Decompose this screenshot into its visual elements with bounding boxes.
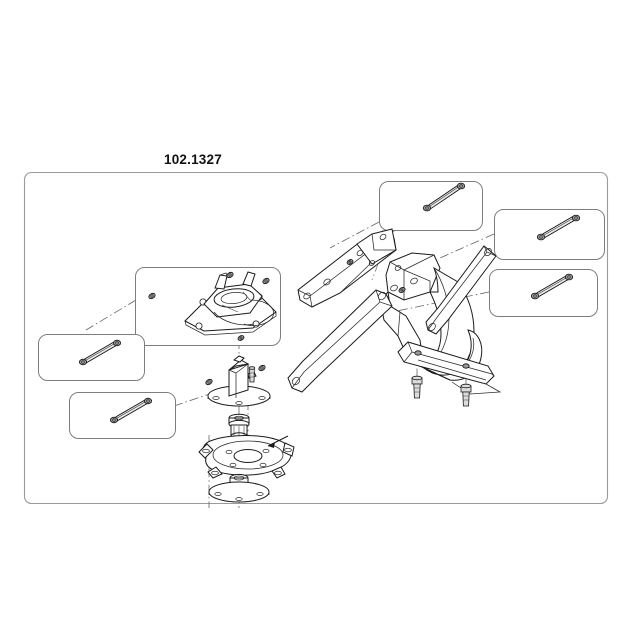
callout-bracket-detail[interactable] (135, 267, 281, 346)
callout-upper-right[interactable] (494, 209, 605, 260)
part-upper-control-arm (297, 228, 397, 308)
part-lower-arm (287, 289, 393, 393)
part-base-plate (198, 435, 295, 479)
page-title: 102.1327 (164, 152, 222, 167)
part-base-rail (397, 341, 502, 395)
fastener-nut-set (148, 271, 270, 341)
fastener-bolt-1 (411, 375, 423, 399)
callout-left-lower[interactable] (69, 392, 176, 439)
main-drawing-border (23, 171, 609, 505)
callout-mid-right[interactable] (489, 269, 598, 317)
part-right-link (425, 245, 497, 335)
part-hub-bottom-flange (208, 473, 270, 503)
callout-upper-center[interactable] (379, 181, 483, 231)
part-hub-top-flange (205, 355, 271, 407)
part-bracket-mount (184, 271, 277, 336)
fastener-bolt-2 (460, 383, 472, 407)
callout-left-upper[interactable] (38, 334, 145, 381)
